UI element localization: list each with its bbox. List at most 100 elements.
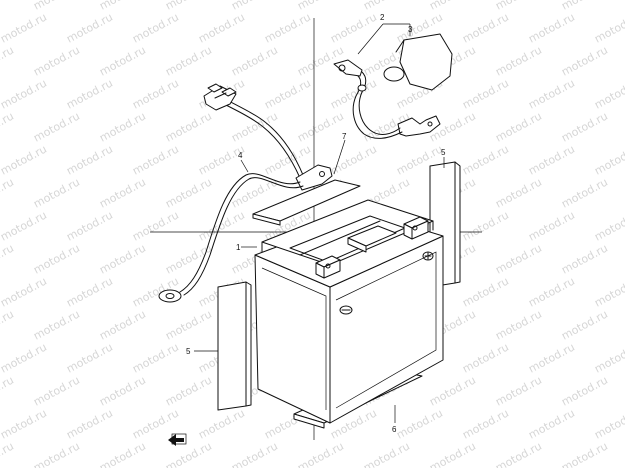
callout-5-left: 5 — [186, 347, 191, 356]
watermark-text: motod.ru — [31, 373, 82, 408]
watermark-text: motod.ru — [31, 109, 82, 144]
watermark-text: motod.ru — [394, 406, 445, 441]
watermark-text: motod.ru — [0, 0, 16, 13]
watermark-text: motod.ru — [229, 43, 280, 78]
watermark-text: motod.ru — [295, 439, 346, 468]
watermark-text: motod.ru — [460, 274, 511, 309]
battery-cable — [158, 83, 333, 303]
watermark-text: motod.ru — [163, 0, 214, 13]
watermark-text: motod.ru — [0, 406, 49, 441]
watermark-text: motod.ru — [0, 76, 49, 111]
watermark-text: motod.ru — [64, 142, 115, 177]
watermark-text: motod.ru — [163, 241, 214, 276]
watermark-text: motod.ru — [97, 439, 148, 468]
watermark-text: motod.ru — [493, 241, 544, 276]
watermark-text: motod.ru — [130, 208, 181, 243]
watermark-text: motod.ru — [526, 76, 577, 111]
watermark-text: motod.ru — [493, 0, 544, 13]
watermark-text: motod.ru — [97, 0, 148, 13]
battery-pad-left — [217, 281, 252, 411]
watermark-text: motod.ru — [130, 142, 181, 177]
watermark-text: motod.ru — [64, 208, 115, 243]
watermark-text: motod.ru — [0, 340, 49, 375]
watermark-text: motod.ru — [526, 208, 577, 243]
watermark-text: motod.ru — [97, 109, 148, 144]
battery — [254, 199, 444, 424]
watermark-text: motod.ru — [262, 10, 313, 45]
watermark-text: motod.ru — [460, 208, 511, 243]
watermark-text: motod.ru — [295, 43, 346, 78]
watermark-text: motod.ru — [493, 43, 544, 78]
watermark-text: motod.ru — [592, 340, 625, 375]
callout-3: 3 — [408, 25, 413, 34]
watermark-text: motod.ru — [460, 340, 511, 375]
watermark-text: motod.ru — [130, 76, 181, 111]
watermark-text: motod.ru — [460, 406, 511, 441]
watermark-text: motod.ru — [64, 406, 115, 441]
watermark-text: motod.ru — [0, 439, 16, 468]
watermark-text: motod.ru — [592, 142, 625, 177]
watermark-text: motod.ru — [361, 439, 412, 468]
watermark-text: motod.ru — [592, 274, 625, 309]
watermark-text: motod.ru — [361, 0, 412, 13]
watermark-text: motod.ru — [559, 439, 610, 468]
watermark-text: motod.ru — [559, 373, 610, 408]
watermark-text: motod.ru — [163, 175, 214, 210]
watermark-text: motod.ru — [0, 274, 49, 309]
watermark-text: motod.ru — [0, 43, 16, 78]
watermark-text: motod.ru — [493, 373, 544, 408]
watermark-text: motod.ru — [31, 175, 82, 210]
watermark-text: motod.ru — [196, 406, 247, 441]
watermark-text: motod.ru — [31, 439, 82, 468]
watermark-text: motod.ru — [130, 340, 181, 375]
watermark-text: motod.ru — [64, 76, 115, 111]
watermark-text: motod.ru — [262, 76, 313, 111]
watermark-text: motod.ru — [592, 76, 625, 111]
watermark-text: motod.ru — [559, 241, 610, 276]
watermark-text: motod.ru — [460, 76, 511, 111]
watermark-text: motod.ru — [559, 43, 610, 78]
watermark-text: motod.ru — [31, 0, 82, 13]
watermark-text: motod.ru — [163, 109, 214, 144]
watermark-text: motod.ru — [295, 0, 346, 13]
watermark-text: motod.ru — [493, 109, 544, 144]
watermark-text: motod.ru — [0, 373, 16, 408]
watermark-text: motod.ru — [97, 307, 148, 342]
watermark-text: motod.ru — [64, 10, 115, 45]
watermark-text: motod.ru — [328, 142, 379, 177]
watermark-text: motod.ru — [0, 307, 16, 342]
watermark-text: motod.ru — [493, 439, 544, 468]
watermark-text: motod.ru — [460, 10, 511, 45]
watermark-text: motod.ru — [0, 109, 16, 144]
watermark-text: motod.ru — [229, 439, 280, 468]
watermark-text: motod.ru — [64, 340, 115, 375]
watermark-text: motod.ru — [196, 208, 247, 243]
watermark-text: motod.ru — [31, 307, 82, 342]
watermark-text: motod.ru — [427, 0, 478, 13]
watermark-text: motod.ru — [97, 175, 148, 210]
watermark-text: motod.ru — [427, 109, 478, 144]
callout-5-right: 5 — [441, 148, 446, 157]
watermark-text: motod.ru — [163, 439, 214, 468]
watermark-text: motod.ru — [328, 10, 379, 45]
watermark-text: motod.ru — [163, 307, 214, 342]
watermark-text: motod.ru — [97, 373, 148, 408]
watermark-text: motod.ru — [592, 406, 625, 441]
callout-1: 1 — [236, 243, 241, 252]
watermark-text: motod.ru — [130, 10, 181, 45]
battery-cover-plate — [252, 179, 361, 226]
watermark-text: motod.ru — [559, 307, 610, 342]
watermark-text: motod.ru — [526, 142, 577, 177]
watermark-text: motod.ru — [361, 109, 412, 144]
watermark-text: motod.ru — [526, 406, 577, 441]
watermark-text: motod.ru — [196, 142, 247, 177]
watermark-text: motod.ru — [0, 10, 49, 45]
watermark-text: motod.ru — [196, 10, 247, 45]
watermark-text: motod.ru — [592, 208, 625, 243]
front-arrow-icon — [168, 433, 187, 446]
watermark-text: motod.ru — [31, 241, 82, 276]
callout-6: 6 — [392, 425, 397, 434]
callout-2: 2 — [380, 13, 385, 22]
watermark-text: motod.ru — [559, 0, 610, 13]
